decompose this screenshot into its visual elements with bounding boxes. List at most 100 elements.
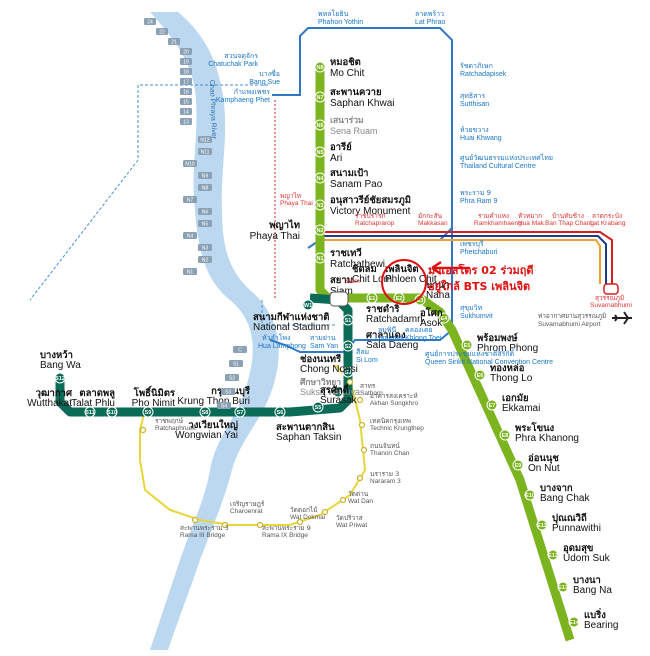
pier-14[interactable]: [180, 108, 192, 115]
arl-latkrabang-th: ลาดกระบัง: [592, 212, 622, 220]
pier-n4[interactable]: [183, 232, 197, 239]
station-th-s9: โพธิ์นิมิตร: [133, 385, 176, 399]
brt-station-3[interactable]: [360, 446, 368, 454]
pier-n9[interactable]: [198, 172, 212, 179]
station-s9[interactable]: [142, 406, 154, 418]
station-s4[interactable]: [332, 386, 344, 398]
station-e6[interactable]: [474, 369, 486, 381]
pier-s3[interactable]: [221, 388, 235, 395]
arl-latkrabang-en: Lat Krabang: [590, 220, 626, 227]
pier-20[interactable]: [180, 48, 192, 55]
station-code-e7: E7: [489, 403, 496, 409]
station-en-e13: Bang Na: [573, 585, 612, 596]
pier-17[interactable]: [180, 78, 192, 85]
brt-en-1: Akhan Songkhro: [370, 400, 418, 407]
station-n8[interactable]: [314, 61, 326, 73]
pier-24[interactable]: [144, 18, 156, 25]
mrt-rama9-en: Phra Ram 9: [460, 198, 497, 205]
pier-n8[interactable]: [198, 184, 212, 191]
station-e14[interactable]: [568, 616, 580, 628]
pier-n3[interactable]: [198, 244, 212, 251]
mrt-ratchada-en: Ratchadapisek: [460, 71, 507, 78]
arl-suvarnabhumi-marker[interactable]: [603, 283, 619, 295]
station-s10[interactable]: [106, 406, 118, 418]
brt-station-0[interactable]: [346, 378, 354, 386]
station-n1[interactable]: [314, 252, 326, 264]
station-n4[interactable]: [314, 172, 326, 184]
station-s11[interactable]: [84, 406, 96, 418]
brt-station-1[interactable]: [356, 396, 364, 404]
pier-n6[interactable]: [198, 208, 212, 215]
pier-n1[interactable]: [183, 268, 197, 275]
brt-en-0: Sathorn: [360, 390, 383, 397]
station-s6[interactable]: [274, 406, 286, 418]
station-th-e12: อุดมสุข: [563, 543, 593, 554]
station-s12[interactable]: [54, 372, 66, 384]
brt-station-4[interactable]: [356, 474, 364, 482]
brt-station-5[interactable]: [339, 496, 347, 504]
station-e7[interactable]: [486, 399, 498, 411]
mrt-kamphaeng-en: Kamphaeng Phet: [216, 97, 270, 104]
station-code-s4: S4: [335, 390, 343, 396]
pier-21[interactable]: [168, 38, 180, 45]
station-s1[interactable]: [342, 314, 354, 326]
station-n2[interactable]: [314, 224, 326, 236]
station-e4[interactable]: [438, 312, 450, 324]
pier-n12[interactable]: [198, 136, 212, 143]
dashed-link-blue-south: [261, 300, 335, 326]
airport-en: Suvarnabhumi Airport: [538, 321, 601, 328]
siam-interchange[interactable]: [329, 291, 349, 307]
station-s3[interactable]: [342, 366, 354, 378]
brt-station-2[interactable]: [358, 421, 366, 429]
pier-19[interactable]: [180, 58, 192, 65]
station-s5[interactable]: [312, 401, 324, 413]
pier-16[interactable]: [180, 88, 192, 95]
pier-13[interactable]: [180, 118, 192, 125]
station-code-e11: E11: [537, 523, 546, 529]
station-th-s5: สุรศักดิ์: [320, 382, 350, 396]
brt-station-9[interactable]: [221, 521, 229, 529]
station-w1[interactable]: [302, 299, 314, 311]
station-e8[interactable]: [499, 429, 511, 441]
pier-22[interactable]: [156, 28, 168, 35]
pier-n11[interactable]: [198, 148, 212, 155]
brt-station-7[interactable]: [296, 518, 304, 526]
brt-station-10[interactable]: [191, 516, 199, 524]
mrt-sirikit-en: Queen Sirikit National Convention Centre: [425, 359, 553, 366]
station-n6[interactable]: [314, 119, 326, 131]
pier-n2[interactable]: [198, 256, 212, 263]
arl-makkasan-en: Makkasan: [418, 220, 448, 227]
station-s7[interactable]: [234, 406, 246, 418]
station-s2[interactable]: [342, 340, 354, 352]
pier-n5[interactable]: [198, 220, 212, 227]
station-e9[interactable]: [512, 459, 524, 471]
pier-15[interactable]: [180, 98, 192, 105]
pier-s2[interactable]: [225, 374, 239, 381]
brt-station-6[interactable]: [321, 508, 329, 516]
station-n5[interactable]: [314, 146, 326, 158]
pier-n10[interactable]: [183, 160, 197, 167]
station-e12[interactable]: [547, 549, 559, 561]
station-e1[interactable]: [366, 292, 378, 304]
station-en-n2: Phaya Thai: [250, 231, 300, 242]
station-e13[interactable]: [557, 581, 569, 593]
station-n3[interactable]: [314, 199, 326, 211]
station-e10[interactable]: [524, 489, 536, 501]
station-th-e11: ปุณณวิถี: [552, 512, 587, 524]
station-s8[interactable]: [199, 406, 211, 418]
pier-c[interactable]: [233, 346, 247, 353]
station-th-e1: ชิดลม: [352, 264, 377, 275]
pier-s4[interactable]: [217, 402, 231, 409]
station-en-e6: Thong Lo: [490, 373, 533, 384]
pier-n7[interactable]: [183, 196, 197, 203]
brt-station-8[interactable]: [256, 521, 264, 529]
brt-station-11[interactable]: [139, 426, 147, 434]
station-e5[interactable]: [461, 339, 473, 351]
pier-label-s3: S3: [225, 390, 231, 396]
pier-18[interactable]: [180, 68, 192, 75]
station-e11[interactable]: [536, 519, 548, 531]
station-n7[interactable]: [314, 91, 326, 103]
pier-label-n9: N9: [202, 174, 209, 180]
pier-s1[interactable]: [229, 360, 243, 367]
